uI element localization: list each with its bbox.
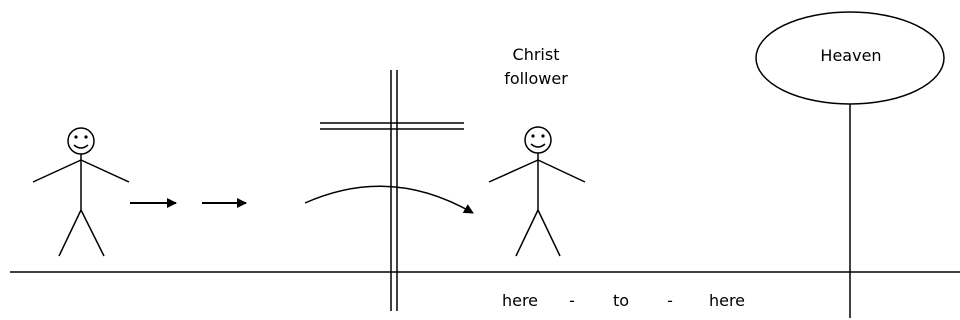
path-caption: here - to - here xyxy=(502,291,745,310)
smiley-face-icon xyxy=(524,126,552,154)
path-word-here-end: here xyxy=(709,291,745,310)
christ-follower-label-line1: Christ xyxy=(513,45,560,64)
smiley-face-icon xyxy=(67,127,95,155)
christ-follower-label-line2: follower xyxy=(504,69,568,88)
path-word-to: to xyxy=(613,291,629,310)
path-word-here-start: here xyxy=(502,291,538,310)
curved-arrow-icon xyxy=(304,185,474,214)
path-dash-1: - xyxy=(569,291,575,310)
stick-figure-left xyxy=(32,127,130,257)
stick-figure-christ-follower xyxy=(488,126,586,257)
cross-icon xyxy=(320,70,464,311)
path-dash-2: - xyxy=(667,291,673,310)
heaven-label: Heaven xyxy=(820,46,881,65)
